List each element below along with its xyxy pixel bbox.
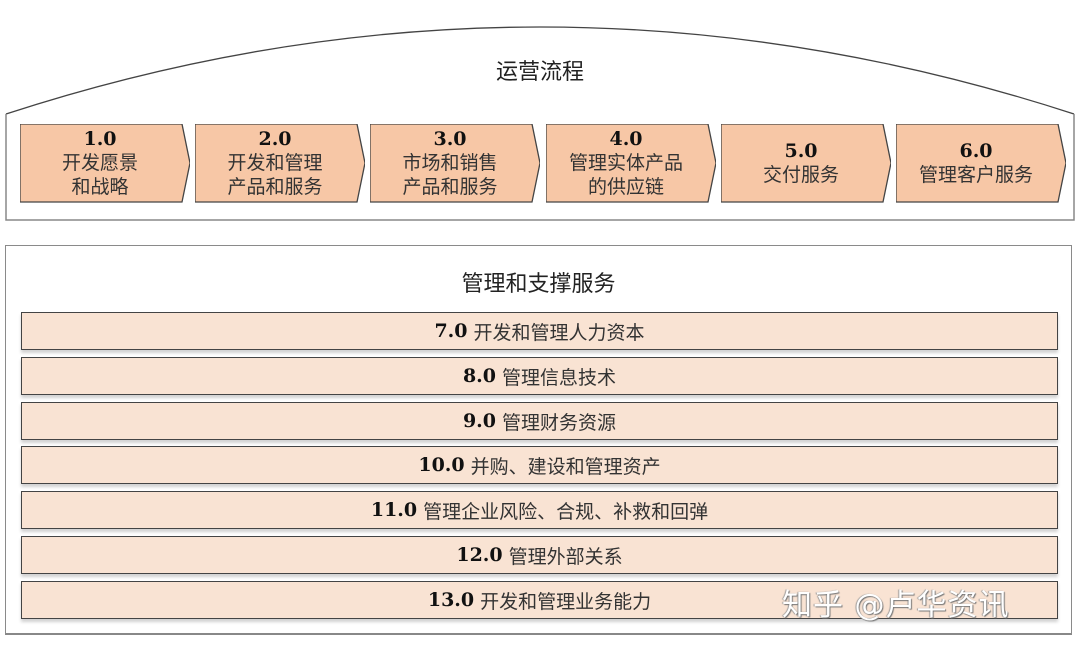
item-label: 开发和管理人力资本 xyxy=(473,321,645,344)
process-label: 开发和管理 xyxy=(227,152,323,174)
operations-section: 运营流程 1.0 开发愿景 和战略 2.0 开发和管理 产品和服务 3.0 市场… xyxy=(0,0,1080,230)
support-item-8: 8.0 管理信息技术 xyxy=(21,357,1058,395)
process-chevron-4: 4.0 管理实体产品 的供应链 xyxy=(546,124,716,203)
item-number: 12.0 xyxy=(456,544,503,566)
support-item-11: 11.0 管理企业风险、合规、补救和回弹 xyxy=(21,491,1058,529)
item-number: 8.0 xyxy=(462,365,497,387)
process-number: 2.0 xyxy=(258,128,292,150)
item-number: 9.0 xyxy=(462,410,497,432)
item-label: 并购、建设和管理资产 xyxy=(470,455,661,478)
support-item-13: 13.0 开发和管理业务能力 xyxy=(21,581,1058,619)
arch-frame xyxy=(5,26,1075,221)
process-number: 6.0 xyxy=(959,140,993,162)
support-item-9: 9.0 管理财务资源 xyxy=(21,402,1058,440)
process-label: 交付服务 xyxy=(762,164,839,186)
process-label: 市场和销售 xyxy=(402,152,498,174)
item-number: 7.0 xyxy=(434,320,468,342)
process-chevron-6: 6.0 管理客户服务 xyxy=(896,124,1066,203)
item-label: 管理财务资源 xyxy=(502,411,617,434)
process-label: 产品和服务 xyxy=(402,176,498,198)
item-number: 11.0 xyxy=(370,499,418,521)
process-label: 的供应链 xyxy=(587,176,664,198)
process-label: 和战略 xyxy=(71,176,129,198)
support-item-10: 10.0 并购、建设和管理资产 xyxy=(21,446,1058,484)
item-number: 13.0 xyxy=(427,589,475,611)
process-number: 4.0 xyxy=(609,128,643,150)
process-label: 产品和服务 xyxy=(227,176,323,198)
support-section: 管理和支撑服务 7.0 开发和管理人力资本 8.0 管理信息技术 9.0 管理财… xyxy=(5,245,1072,635)
process-chevron-5: 5.0 交付服务 xyxy=(721,124,891,203)
support-title: 管理和支撑服务 xyxy=(461,272,616,297)
process-number: 3.0 xyxy=(433,128,467,150)
process-number: 5.0 xyxy=(784,140,818,162)
process-chevron-3: 3.0 市场和销售 产品和服务 xyxy=(370,124,540,203)
support-item-12: 12.0 管理外部关系 xyxy=(21,536,1058,574)
process-label: 管理实体产品 xyxy=(568,152,683,174)
item-number: 10.0 xyxy=(418,454,465,476)
support-item-7: 7.0 开发和管理人力资本 xyxy=(21,312,1058,350)
item-label: 管理外部关系 xyxy=(508,545,623,568)
item-label: 管理企业风险、合规、补救和回弹 xyxy=(423,500,709,523)
process-number: 1.0 xyxy=(83,128,117,150)
process-label: 开发愿景 xyxy=(61,152,138,174)
item-label: 管理信息技术 xyxy=(502,366,617,389)
process-chevron-2: 2.0 开发和管理 产品和服务 xyxy=(195,124,365,203)
item-label: 开发和管理业务能力 xyxy=(480,590,652,613)
process-chevron-1: 1.0 开发愿景 和战略 xyxy=(20,124,190,203)
operations-title: 运营流程 xyxy=(495,60,584,85)
watermark: 知乎 @卢华资讯 xyxy=(782,588,1010,623)
process-label: 管理客户服务 xyxy=(918,164,1033,186)
